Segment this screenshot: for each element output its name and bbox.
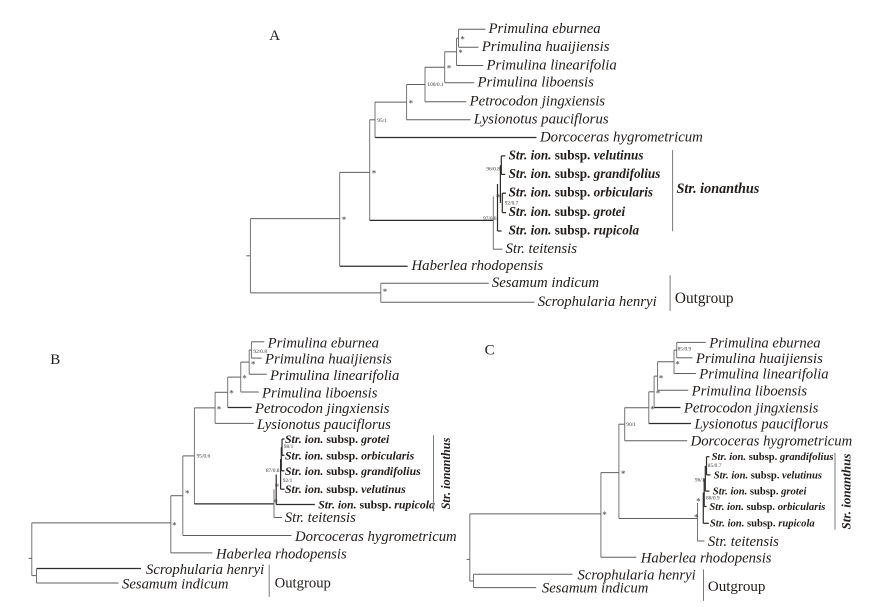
svg-text:C: C	[485, 342, 495, 358]
svg-text:Str. ion. subsp. grandifolius: Str. ion. subsp. grandifolius	[285, 464, 421, 478]
svg-text:Str. ionanthus: Str. ionanthus	[439, 437, 453, 509]
svg-text:Str. ion. subsp. rupicola: Str. ion. subsp. rupicola	[318, 498, 435, 512]
svg-text:Outgroup: Outgroup	[708, 579, 766, 595]
svg-text:Str. ionanthus: Str. ionanthus	[839, 454, 854, 530]
svg-text:87/0.8: 87/0.8	[266, 468, 280, 474]
svg-text:Scrophularia henryi: Scrophularia henryi	[146, 562, 264, 578]
svg-text:*: *	[621, 469, 626, 479]
svg-text:*: *	[251, 360, 256, 370]
svg-text:Sesamum indicum: Sesamum indicum	[542, 581, 648, 597]
svg-text:*: *	[273, 498, 278, 508]
svg-text:Primulina liboensis: Primulina liboensis	[691, 383, 808, 399]
svg-text:*: *	[675, 360, 680, 370]
svg-text:Str. ion. subsp. velutinus: Str. ion. subsp. velutinus	[285, 482, 406, 496]
svg-text:*: *	[342, 215, 347, 225]
svg-text:*: *	[383, 287, 388, 297]
svg-text:Primulina liboensis: Primulina liboensis	[477, 75, 595, 91]
svg-text:*: *	[696, 497, 701, 507]
svg-text:Primulina huaijiensis: Primulina huaijiensis	[481, 39, 610, 55]
svg-text:Haberlea rhodopensis: Haberlea rhodopensis	[640, 550, 772, 566]
svg-text:Sesamum indicum: Sesamum indicum	[492, 275, 600, 291]
svg-text:Primulina linearifolia: Primulina linearifolia	[698, 367, 828, 383]
svg-text:Str. ion. subsp. grotei: Str. ion. subsp. grotei	[285, 432, 390, 446]
svg-text:Scrophularia henryi: Scrophularia henryi	[538, 294, 657, 310]
svg-text:100/0.1: 100/0.1	[427, 82, 444, 88]
svg-text:*: *	[496, 193, 501, 203]
svg-text:Primulina huaijiensis: Primulina huaijiensis	[695, 351, 823, 367]
svg-text:92/1: 92/1	[283, 478, 293, 484]
svg-text:Str. ion. subsp. orbicularis: Str. ion. subsp. orbicularis	[285, 448, 415, 462]
svg-text:*: *	[460, 34, 465, 44]
svg-text:Haberlea rhodopensis: Haberlea rhodopensis	[411, 258, 544, 274]
svg-text:*: *	[650, 405, 655, 415]
svg-text:92/0.8: 92/0.8	[253, 349, 267, 355]
svg-text:B: B	[50, 352, 60, 368]
svg-text:Str. ion. subsp. orbicularis: Str. ion. subsp. orbicularis	[709, 502, 825, 513]
svg-text:*: *	[656, 389, 661, 399]
svg-text:Str. ion. subsp. velutinus: Str. ion. subsp. velutinus	[714, 470, 822, 481]
svg-text:98/1: 98/1	[284, 444, 294, 450]
svg-text:90/1: 90/1	[626, 422, 636, 428]
svg-text:85/0.7: 85/0.7	[708, 463, 722, 469]
svg-text:Str. teitensis: Str. teitensis	[506, 241, 578, 257]
svg-text:Primulina linearifolia: Primulina linearifolia	[269, 368, 399, 384]
svg-text:96/0.8: 96/0.8	[486, 167, 500, 173]
svg-text:92/0.7: 92/0.7	[505, 200, 519, 206]
svg-text:Primulina liboensis: Primulina liboensis	[261, 386, 378, 402]
svg-text:*: *	[602, 510, 607, 520]
svg-text:Str. ionanthus: Str. ionanthus	[677, 181, 760, 197]
svg-text:*: *	[458, 48, 463, 58]
svg-text:88/0.9: 88/0.9	[706, 496, 720, 502]
svg-text:*: *	[242, 373, 247, 383]
svg-text:Outgroup: Outgroup	[275, 576, 331, 592]
svg-text:*: *	[217, 404, 222, 414]
svg-text:Petrocodon jingxiensis: Petrocodon jingxiensis	[254, 401, 390, 417]
svg-text:Str. teitensis: Str. teitensis	[285, 510, 356, 526]
svg-text:Lysionotus pauciflorus: Lysionotus pauciflorus	[694, 417, 829, 433]
svg-text:Lysionotus pauciflorus: Lysionotus pauciflorus	[256, 417, 391, 433]
svg-text:Dorcoceras hygrometricum: Dorcoceras hygrometricum	[294, 529, 457, 545]
svg-text:Str. ion. subsp. grotei: Str. ion. subsp. grotei	[509, 204, 626, 219]
svg-text:*: *	[694, 512, 699, 522]
svg-text:*: *	[185, 489, 190, 499]
svg-text:*: *	[275, 482, 280, 492]
svg-text:Str. ion. subsp. grandifolius: Str. ion. subsp. grandifolius	[712, 452, 834, 463]
svg-text:Primulina linearifolia: Primulina linearifolia	[486, 57, 617, 73]
svg-text:85/0.9: 85/0.9	[678, 346, 692, 352]
svg-text:Primulina eburnea: Primulina eburnea	[708, 335, 820, 351]
svg-text:Primulina huaijiensis: Primulina huaijiensis	[264, 352, 392, 368]
svg-text:Lysionotus pauciflorus: Lysionotus pauciflorus	[473, 112, 609, 128]
svg-text:Str. ion. subsp. orbicularis: Str. ion. subsp. orbicularis	[509, 185, 653, 200]
svg-text:Petrocodon jingxiensis: Petrocodon jingxiensis	[469, 94, 606, 110]
svg-text:*: *	[229, 389, 234, 399]
svg-text:Sesamum indicum: Sesamum indicum	[122, 577, 228, 593]
svg-text:Dorcoceras hygrometricum: Dorcoceras hygrometricum	[690, 434, 853, 450]
svg-text:*: *	[372, 169, 377, 179]
svg-text:97/0.8: 97/0.8	[483, 216, 497, 222]
svg-text:Primulina eburnea: Primulina eburnea	[488, 21, 601, 37]
svg-text:Outgroup: Outgroup	[675, 290, 734, 307]
svg-text:A: A	[269, 28, 280, 44]
svg-text:95/1: 95/1	[377, 118, 387, 124]
svg-text:Str. teitensis: Str. teitensis	[708, 534, 779, 550]
svg-text:Dorcoceras hygrometricum: Dorcoceras hygrometricum	[539, 129, 703, 145]
svg-text:95/0.6: 95/0.6	[197, 453, 211, 459]
svg-text:Scrophularia henryi: Scrophularia henryi	[578, 567, 696, 583]
svg-text:Str. ion. subsp. rupicola: Str. ion. subsp. rupicola	[509, 223, 640, 238]
svg-text:*: *	[447, 63, 452, 73]
svg-text:Primulina eburnea: Primulina eburnea	[267, 335, 379, 351]
svg-text:Str. ion. subsp. grotei: Str. ion. subsp. grotei	[713, 487, 807, 498]
svg-text:*: *	[172, 520, 177, 530]
svg-text:*: *	[409, 98, 414, 108]
svg-text:Petrocodon jingxiensis: Petrocodon jingxiensis	[683, 401, 819, 417]
svg-text:Str. ion. subsp. velutinus: Str. ion. subsp. velutinus	[509, 147, 644, 162]
svg-text:Str. ion. subsp. rupicola: Str. ion. subsp. rupicola	[710, 519, 816, 530]
svg-text:Str. ion. subsp. grandifolius: Str. ion. subsp. grandifolius	[509, 166, 661, 181]
svg-text:96/1: 96/1	[695, 477, 705, 483]
svg-text:*: *	[659, 374, 664, 384]
svg-text:Haberlea rhodopensis: Haberlea rhodopensis	[215, 547, 347, 563]
